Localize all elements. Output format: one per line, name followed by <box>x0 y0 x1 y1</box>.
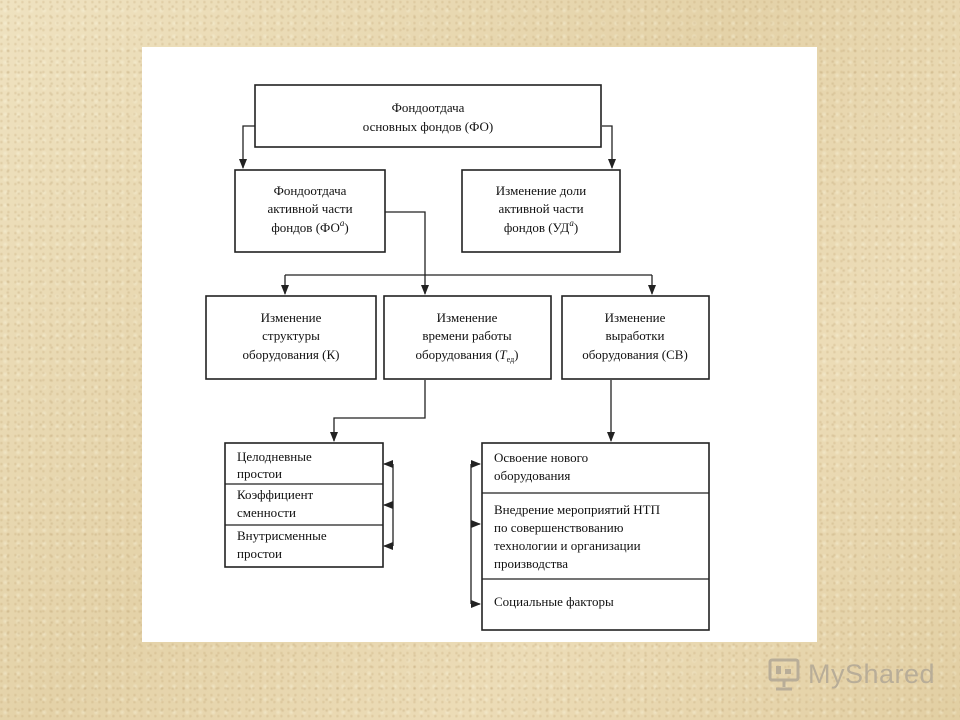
node-output-line2: выработки <box>605 328 664 343</box>
output-factor-item: Внедрение мероприятий НТП по совершенств… <box>494 502 660 571</box>
node-output-factors: Освоение нового оборудования Внедрение м… <box>481 442 710 631</box>
svg-text:оборудования: оборудования <box>494 468 570 483</box>
svg-text:Внутрисменные: Внутрисменные <box>237 528 327 543</box>
svg-text:простои: простои <box>237 546 282 561</box>
output-factor-item: Социальные факторы <box>494 594 614 609</box>
line-active-part-down <box>385 211 426 275</box>
node-structure-line1: Изменение <box>261 310 322 325</box>
node-work-time-line3: оборудования (Тед) <box>415 347 518 364</box>
svg-text:Освоение нового: Освоение нового <box>494 450 588 465</box>
node-structure-line2: структуры <box>262 328 320 343</box>
node-structure: Изменение структуры оборудования (К) <box>205 295 377 380</box>
node-output: Изменение выработки оборудования (СВ) <box>561 295 710 380</box>
node-share-change-line2: активной части <box>498 201 583 216</box>
node-work-time: Изменение времени работы оборудования (Т… <box>383 295 552 380</box>
output-factor-item: Освоение нового оборудования <box>494 450 588 483</box>
presentation-board-icon <box>768 658 800 691</box>
svg-text:сменности: сменности <box>237 505 296 520</box>
node-active-part-line2: активной части <box>267 201 352 216</box>
node-structure-line3: оборудования (К) <box>243 347 340 362</box>
node-root: Фондоотдача основных фондов (ФО) <box>254 84 602 148</box>
time-factor-item: Внутрисменные простои <box>237 528 327 561</box>
node-work-time-line1: Изменение <box>437 310 498 325</box>
svg-text:Внедрение мероприятий НТП: Внедрение мероприятий НТП <box>494 502 660 517</box>
watermark: MyShared <box>766 656 935 692</box>
node-active-part: Фондоотдача активной части фондов (ФОа) <box>234 169 386 253</box>
svg-text:по совершенствованию: по совершенствованию <box>494 520 624 535</box>
watermark-text: MyShared <box>808 658 936 689</box>
svg-text:Целодневные: Целодневные <box>237 449 312 464</box>
node-active-part-line1: Фондоотдача <box>274 183 347 198</box>
svg-text:Социальные факторы: Социальные факторы <box>494 594 614 609</box>
svg-text:производства: производства <box>494 556 568 571</box>
node-work-time-line2: времени работы <box>422 328 511 343</box>
arrow-work-time-to-factors <box>330 380 426 442</box>
node-output-line1: Изменение <box>605 310 666 325</box>
factor-diagram: Фондоотдача основных фондов (ФО) Фондоот… <box>205 84 710 631</box>
diagram-panel: Фондоотдача основных фондов (ФО) Фондоот… <box>142 47 817 642</box>
node-root-line1: Фондоотдача <box>392 100 465 115</box>
node-active-part-line3: фондов (ФОа) <box>271 218 348 235</box>
connectors <box>239 125 656 608</box>
node-share-change: Изменение доли активной части фондов (УД… <box>461 169 621 253</box>
time-factor-item: Целодневные простои <box>237 449 312 481</box>
arrow-root-to-share-change <box>602 125 616 169</box>
node-share-change-line1: Изменение доли <box>496 183 586 198</box>
time-factor-item: Коэффициент сменности <box>237 487 314 520</box>
svg-text:технологии и организации: технологии и организации <box>494 538 641 553</box>
node-time-factors: Целодневные простои Коэффициент сменност… <box>224 442 384 568</box>
node-output-line3: оборудования (СВ) <box>582 347 688 362</box>
svg-text:Коэффициент: Коэффициент <box>237 487 314 502</box>
arrow-root-to-active-part <box>239 125 255 169</box>
svg-text:простои: простои <box>237 466 282 481</box>
node-share-change-line3: фондов (УДа) <box>504 218 578 235</box>
node-root-line2: основных фондов (ФО) <box>363 119 494 134</box>
